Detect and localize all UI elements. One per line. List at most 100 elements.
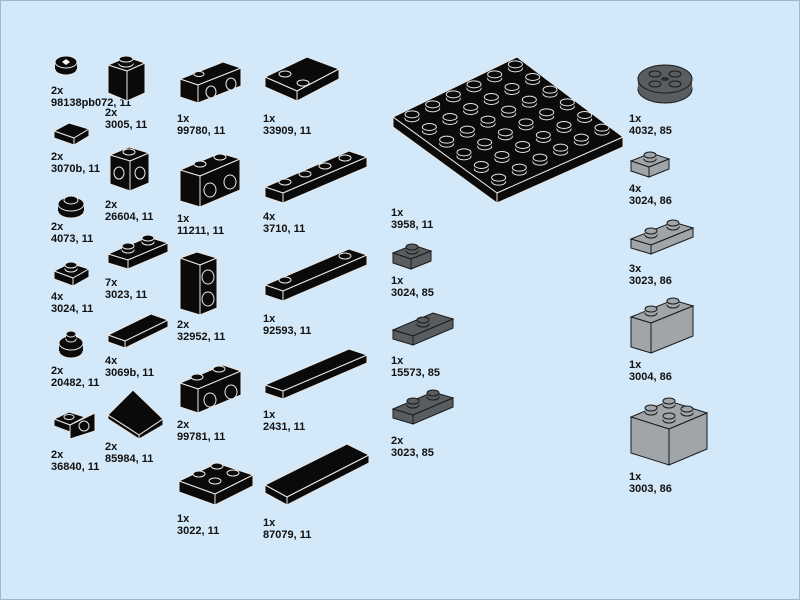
- part-qty: 1x: [629, 359, 642, 371]
- stud: [504, 83, 520, 95]
- part-code: 3024, 11: [51, 303, 94, 315]
- round-tile-bar-icon: [58, 330, 84, 359]
- part-entry: 1x 3958, 11: [391, 55, 631, 235]
- stud: [542, 85, 558, 98]
- part-code: 3023, 86: [629, 275, 672, 287]
- part-qty: 4x: [263, 211, 276, 223]
- stud: [487, 70, 503, 83]
- bracket-1x1-icon: [52, 411, 96, 440]
- part-code: 15573, 85: [391, 367, 440, 379]
- round-plate-2x2-icon: [637, 64, 693, 104]
- stud: [525, 73, 541, 85]
- stud: [511, 163, 527, 176]
- part-qty: 1x: [629, 113, 642, 125]
- stud: [577, 111, 593, 123]
- part-entry: 4x 3024, 86: [629, 147, 709, 211]
- part-qty: 2x: [391, 435, 404, 447]
- stud: [466, 80, 482, 93]
- part-code: 99780, 11: [177, 125, 226, 137]
- part-qty: 2x: [177, 319, 190, 331]
- part-code: 2431, 11: [263, 421, 306, 433]
- part-qty: 2x: [51, 85, 64, 97]
- tile-1x4-icon: [263, 348, 369, 400]
- part-code: 33909, 11: [263, 125, 312, 137]
- part-qty: 2x: [51, 449, 64, 461]
- tile-1x2-icon: [106, 313, 170, 349]
- part-qty: 2x: [51, 151, 64, 163]
- stud: [497, 128, 513, 141]
- part-code: 99781, 11: [177, 431, 226, 443]
- part-qty: 1x: [177, 213, 190, 225]
- part-code: 3023, 11: [105, 289, 148, 301]
- part-entry: 4x 3069b, 11: [105, 311, 175, 381]
- plate-1x1-icon: [629, 151, 671, 178]
- part-qty: 1x: [263, 517, 276, 529]
- stud: [404, 110, 420, 123]
- brick-1x1x2-studs-side-icon: [178, 251, 219, 316]
- part-entry: 2x 3005, 11: [105, 55, 175, 135]
- part-code: 3022, 11: [177, 525, 220, 537]
- part-code: 36840, 11: [51, 461, 100, 473]
- part-entry: 1x 2431, 11: [263, 345, 373, 435]
- plate-1x4-icon: [263, 150, 369, 204]
- stud: [539, 108, 555, 121]
- stud: [532, 153, 548, 166]
- part-qty: 7x: [105, 277, 118, 289]
- stud: [439, 135, 455, 148]
- part-qty: 1x: [629, 471, 642, 483]
- stud: [421, 123, 437, 135]
- part-entry: 7x 3023, 11: [105, 233, 175, 303]
- part-qty: 1x: [263, 409, 276, 421]
- part-entry: 1x 3003, 86: [629, 395, 729, 495]
- part-code: 85984, 11: [105, 453, 154, 465]
- part-code: 3070b, 11: [51, 163, 100, 175]
- bracket-icon: [178, 61, 243, 104]
- part-entry: 2x 20482, 11: [51, 330, 121, 391]
- plate-2x2-corner-icon: [263, 56, 341, 102]
- plate-6x6-icon: [392, 56, 624, 204]
- stud: [463, 103, 479, 115]
- part-entry: 2x 98138pb072, 11: [51, 55, 131, 111]
- part-code: 32952, 11: [177, 331, 226, 343]
- part-qty: 1x: [391, 207, 404, 219]
- stud: [573, 133, 589, 146]
- part-entry: 2x 4073, 11: [51, 191, 121, 247]
- round-tile-printed-icon: [54, 55, 78, 76]
- stud: [507, 60, 523, 73]
- part-entry: 1x 99780, 11: [177, 57, 257, 137]
- part-entry: 1x 3024, 85: [391, 239, 461, 303]
- part-entry: 1x 3004, 86: [629, 295, 719, 385]
- baseplate-side-right: [496, 136, 624, 204]
- part-code: 3024, 85: [391, 287, 434, 299]
- part-qty: 1x: [263, 113, 276, 125]
- part-qty: 2x: [51, 365, 64, 377]
- part-entry: 2x 36840, 11: [51, 405, 121, 475]
- tile-1x1-icon: [52, 122, 91, 146]
- stud: [494, 151, 510, 163]
- part-entry: 2x 85984, 11: [105, 387, 175, 467]
- plate-1x4-two-studs-icon: [263, 248, 369, 302]
- part-code: 4073, 11: [51, 233, 94, 245]
- part-qty: 1x: [391, 275, 404, 287]
- plate-1x2-icon: [629, 219, 695, 255]
- part-code: 4032, 85: [629, 125, 672, 137]
- plate-2x2-icon: [177, 462, 255, 506]
- part-code: 3003, 86: [629, 483, 672, 495]
- part-entry: 2x 26604, 11: [105, 143, 175, 223]
- part-entry: 1x 92593, 11: [263, 245, 373, 341]
- stud: [480, 115, 496, 128]
- part-entry: 1x 15573, 85: [391, 309, 471, 381]
- brick-1x2-studs-side-icon: [178, 152, 242, 208]
- stud: [456, 148, 472, 161]
- part-entry: 1x 4032, 85: [629, 57, 719, 141]
- stud: [556, 121, 572, 133]
- part-entry: 1x 11211, 11: [177, 149, 257, 239]
- part-entry: 2x 3070b, 11: [51, 121, 121, 177]
- part-qty: 4x: [51, 291, 64, 303]
- stud: [501, 105, 517, 118]
- part-code: 26604, 11: [105, 211, 154, 223]
- stud: [515, 141, 531, 153]
- part-qty: 1x: [177, 113, 190, 125]
- part-qty: 1x: [263, 313, 276, 325]
